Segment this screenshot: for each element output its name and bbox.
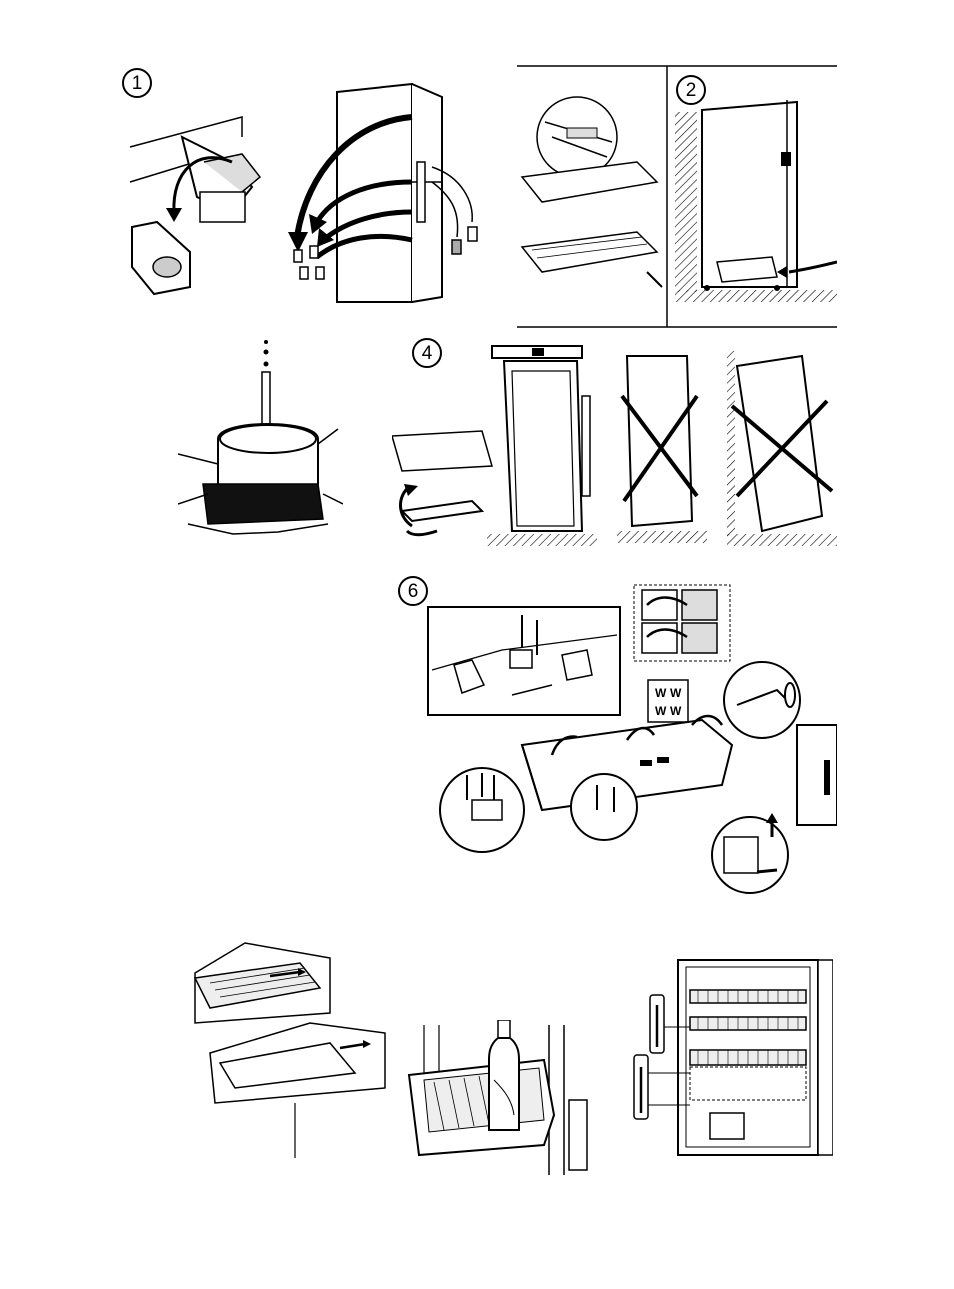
step-4-illustration bbox=[392, 336, 837, 551]
step-6-panel: W W W W bbox=[392, 575, 837, 897]
step-2-panel bbox=[517, 62, 837, 330]
step-3-panel bbox=[178, 334, 343, 539]
step-4-panel bbox=[392, 336, 837, 551]
step-7c-panel bbox=[628, 955, 833, 1160]
step-7b-illustration bbox=[404, 1020, 589, 1180]
step-2-illustration bbox=[517, 62, 837, 330]
step-7a-illustration bbox=[190, 938, 395, 1160]
step-1-illustration bbox=[112, 62, 492, 307]
screw-mark-4: W bbox=[670, 704, 682, 718]
step-7a-panel bbox=[190, 938, 395, 1160]
step-7c-illustration bbox=[628, 955, 833, 1160]
screw-mark-3: W bbox=[655, 704, 667, 718]
step-6-illustration: W W W W bbox=[392, 575, 837, 897]
step-2-number: 2 bbox=[676, 75, 706, 105]
step-1-panel bbox=[112, 62, 492, 307]
step-3-illustration bbox=[178, 334, 343, 539]
step-7b-panel bbox=[404, 1020, 589, 1180]
screw-mark-2: W bbox=[670, 686, 682, 700]
step-4-number: 4 bbox=[412, 338, 442, 368]
screw-mark-1: W bbox=[655, 686, 667, 700]
step-1-number: 1 bbox=[122, 68, 152, 98]
step-6-number: 6 bbox=[398, 576, 428, 606]
